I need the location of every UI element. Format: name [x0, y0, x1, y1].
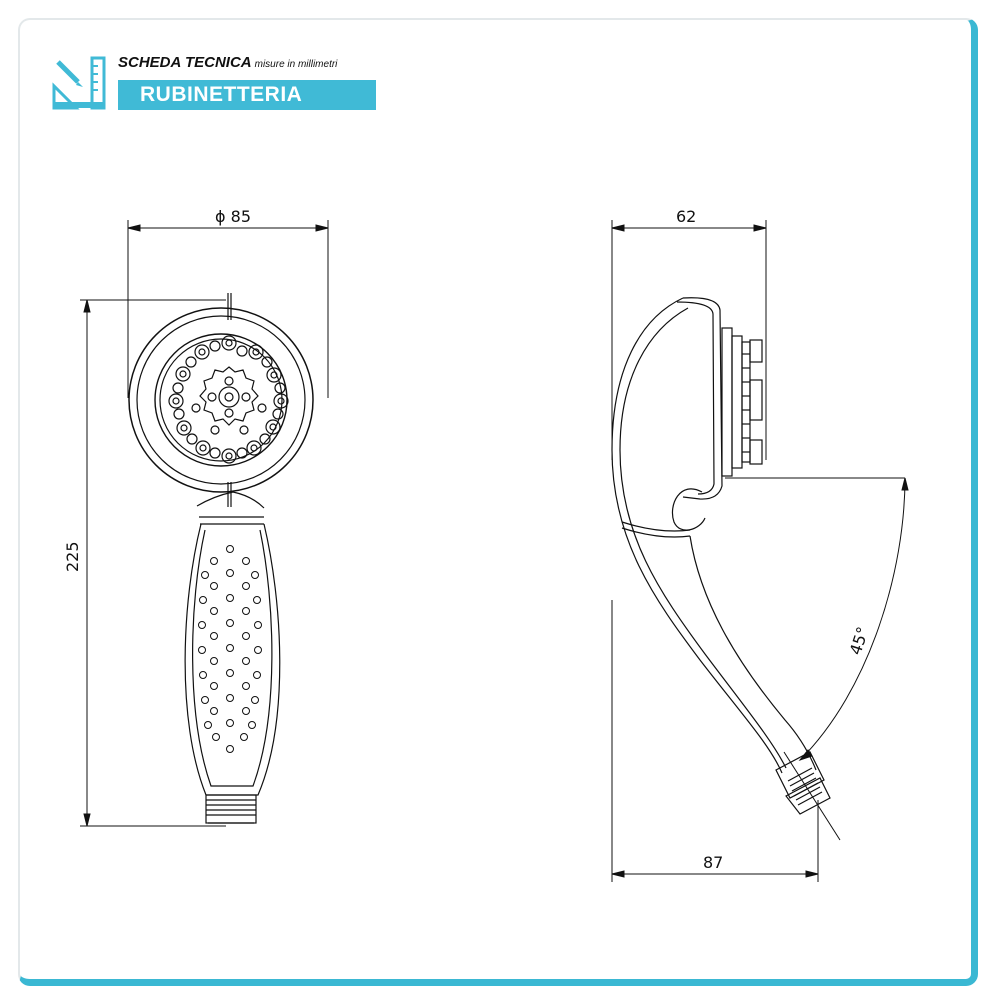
header-subtitle: misure in millimetri [254, 59, 338, 70]
grip-dot-pattern [198, 545, 262, 753]
label-head-diameter: ϕ 85 [215, 207, 251, 226]
nozzle-pattern [168, 335, 289, 464]
front-view-shower-head [128, 293, 314, 824]
dimension-diameter [127, 220, 329, 398]
label-overall-depth: 87 [703, 853, 723, 872]
label-angle: 45° [846, 624, 873, 657]
label-overall-height: 225 [63, 541, 82, 572]
dimension-head-depth [611, 220, 767, 460]
header-title-text: SCHEDA TECNICA [118, 54, 252, 71]
category-band: RUBINETTERIA [118, 80, 376, 110]
dimension-overall-depth [611, 600, 819, 882]
dimension-height [80, 299, 226, 827]
set-square-ruler-logo-icon [52, 56, 106, 110]
label-head-depth: 62 [676, 207, 696, 226]
dimension-angle [725, 477, 909, 841]
side-view-shower-head [611, 297, 831, 815]
